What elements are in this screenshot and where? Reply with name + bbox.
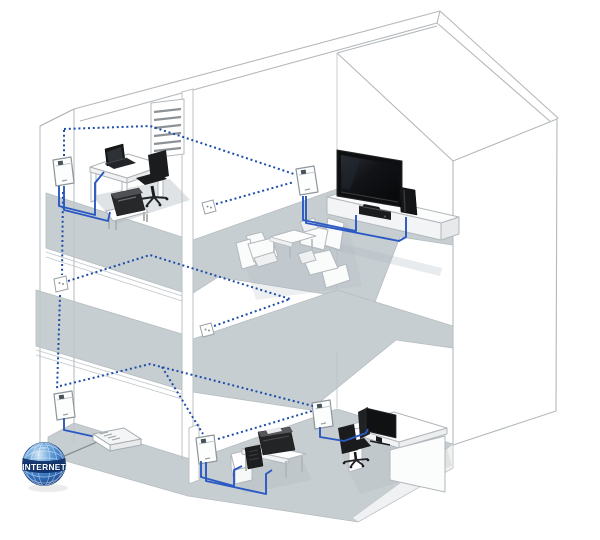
desktop-monitor (358, 407, 397, 446)
cable-rear-to-monitor (319, 427, 369, 442)
powerline-link-ground-main (59, 362, 314, 407)
cable-living-to-soundbar (302, 196, 357, 232)
armchair-bottom-right (297, 249, 351, 289)
office-printer (105, 187, 149, 230)
powerline-links (56, 124, 314, 440)
powerline-link-wall-vertical-2 (56, 294, 61, 392)
cable-partition-to-nas (200, 461, 243, 487)
modem-router (91, 427, 143, 452)
roof-ridge (39, 10, 441, 127)
wall-outlet-middle-left (53, 275, 69, 293)
roof-right-slope (436, 10, 559, 124)
powerline-link-wall-vertical-1 (61, 191, 64, 276)
coffee-table (269, 229, 317, 258)
right-front-wall (452, 118, 558, 446)
powerline-adapter-living (295, 165, 319, 196)
living-room (235, 149, 460, 289)
internet-label: INTERNET (22, 462, 67, 472)
powerline-adapter-office (52, 156, 75, 187)
powerline-link-office-to-living (63, 124, 295, 175)
office-chair (136, 150, 169, 208)
internet-to-modem-line (61, 441, 98, 458)
wall-shelf (150, 98, 185, 159)
middle-floor-right-slab (192, 289, 454, 411)
powerline-adapter-ground-rear (311, 399, 334, 430)
cable-adapter-to-printer (63, 186, 111, 222)
powerline-link-ground-branch (161, 366, 204, 435)
media-player-soundbar (358, 205, 392, 220)
powerline-link-middle-left (67, 253, 291, 300)
powerline-adapter-ground-wall (53, 390, 76, 421)
cable-adapter-to-laptop (58, 171, 105, 216)
cable-adapter-to-modem (63, 418, 97, 438)
wall-outlet-middle-rear (199, 322, 215, 338)
armchair-left (235, 231, 279, 270)
cable-living-to-console (305, 196, 407, 242)
nas (244, 444, 264, 470)
internet-uplink: INTERNET (22, 427, 143, 492)
wall-outlet-top-partition (201, 199, 217, 215)
ethernet-cables (58, 171, 407, 495)
game-console (398, 186, 418, 216)
gable-edge (336, 25, 438, 54)
powerline-link-outlet-to-living (215, 181, 295, 205)
cable-partition-to-printer (205, 462, 273, 495)
powerline-link-middle-rear (213, 298, 291, 327)
office-room (89, 98, 185, 230)
laptop (104, 143, 136, 169)
powerline-link-ground-cross (217, 410, 313, 440)
powerline-adapter-ground-partition (195, 434, 218, 465)
wall-outlets (53, 199, 217, 338)
globe-band (22, 458, 66, 473)
powerline-adapters (52, 156, 334, 465)
tv (336, 149, 403, 212)
internet-globe: INTERNET (22, 442, 68, 492)
ground-printer (257, 426, 296, 456)
